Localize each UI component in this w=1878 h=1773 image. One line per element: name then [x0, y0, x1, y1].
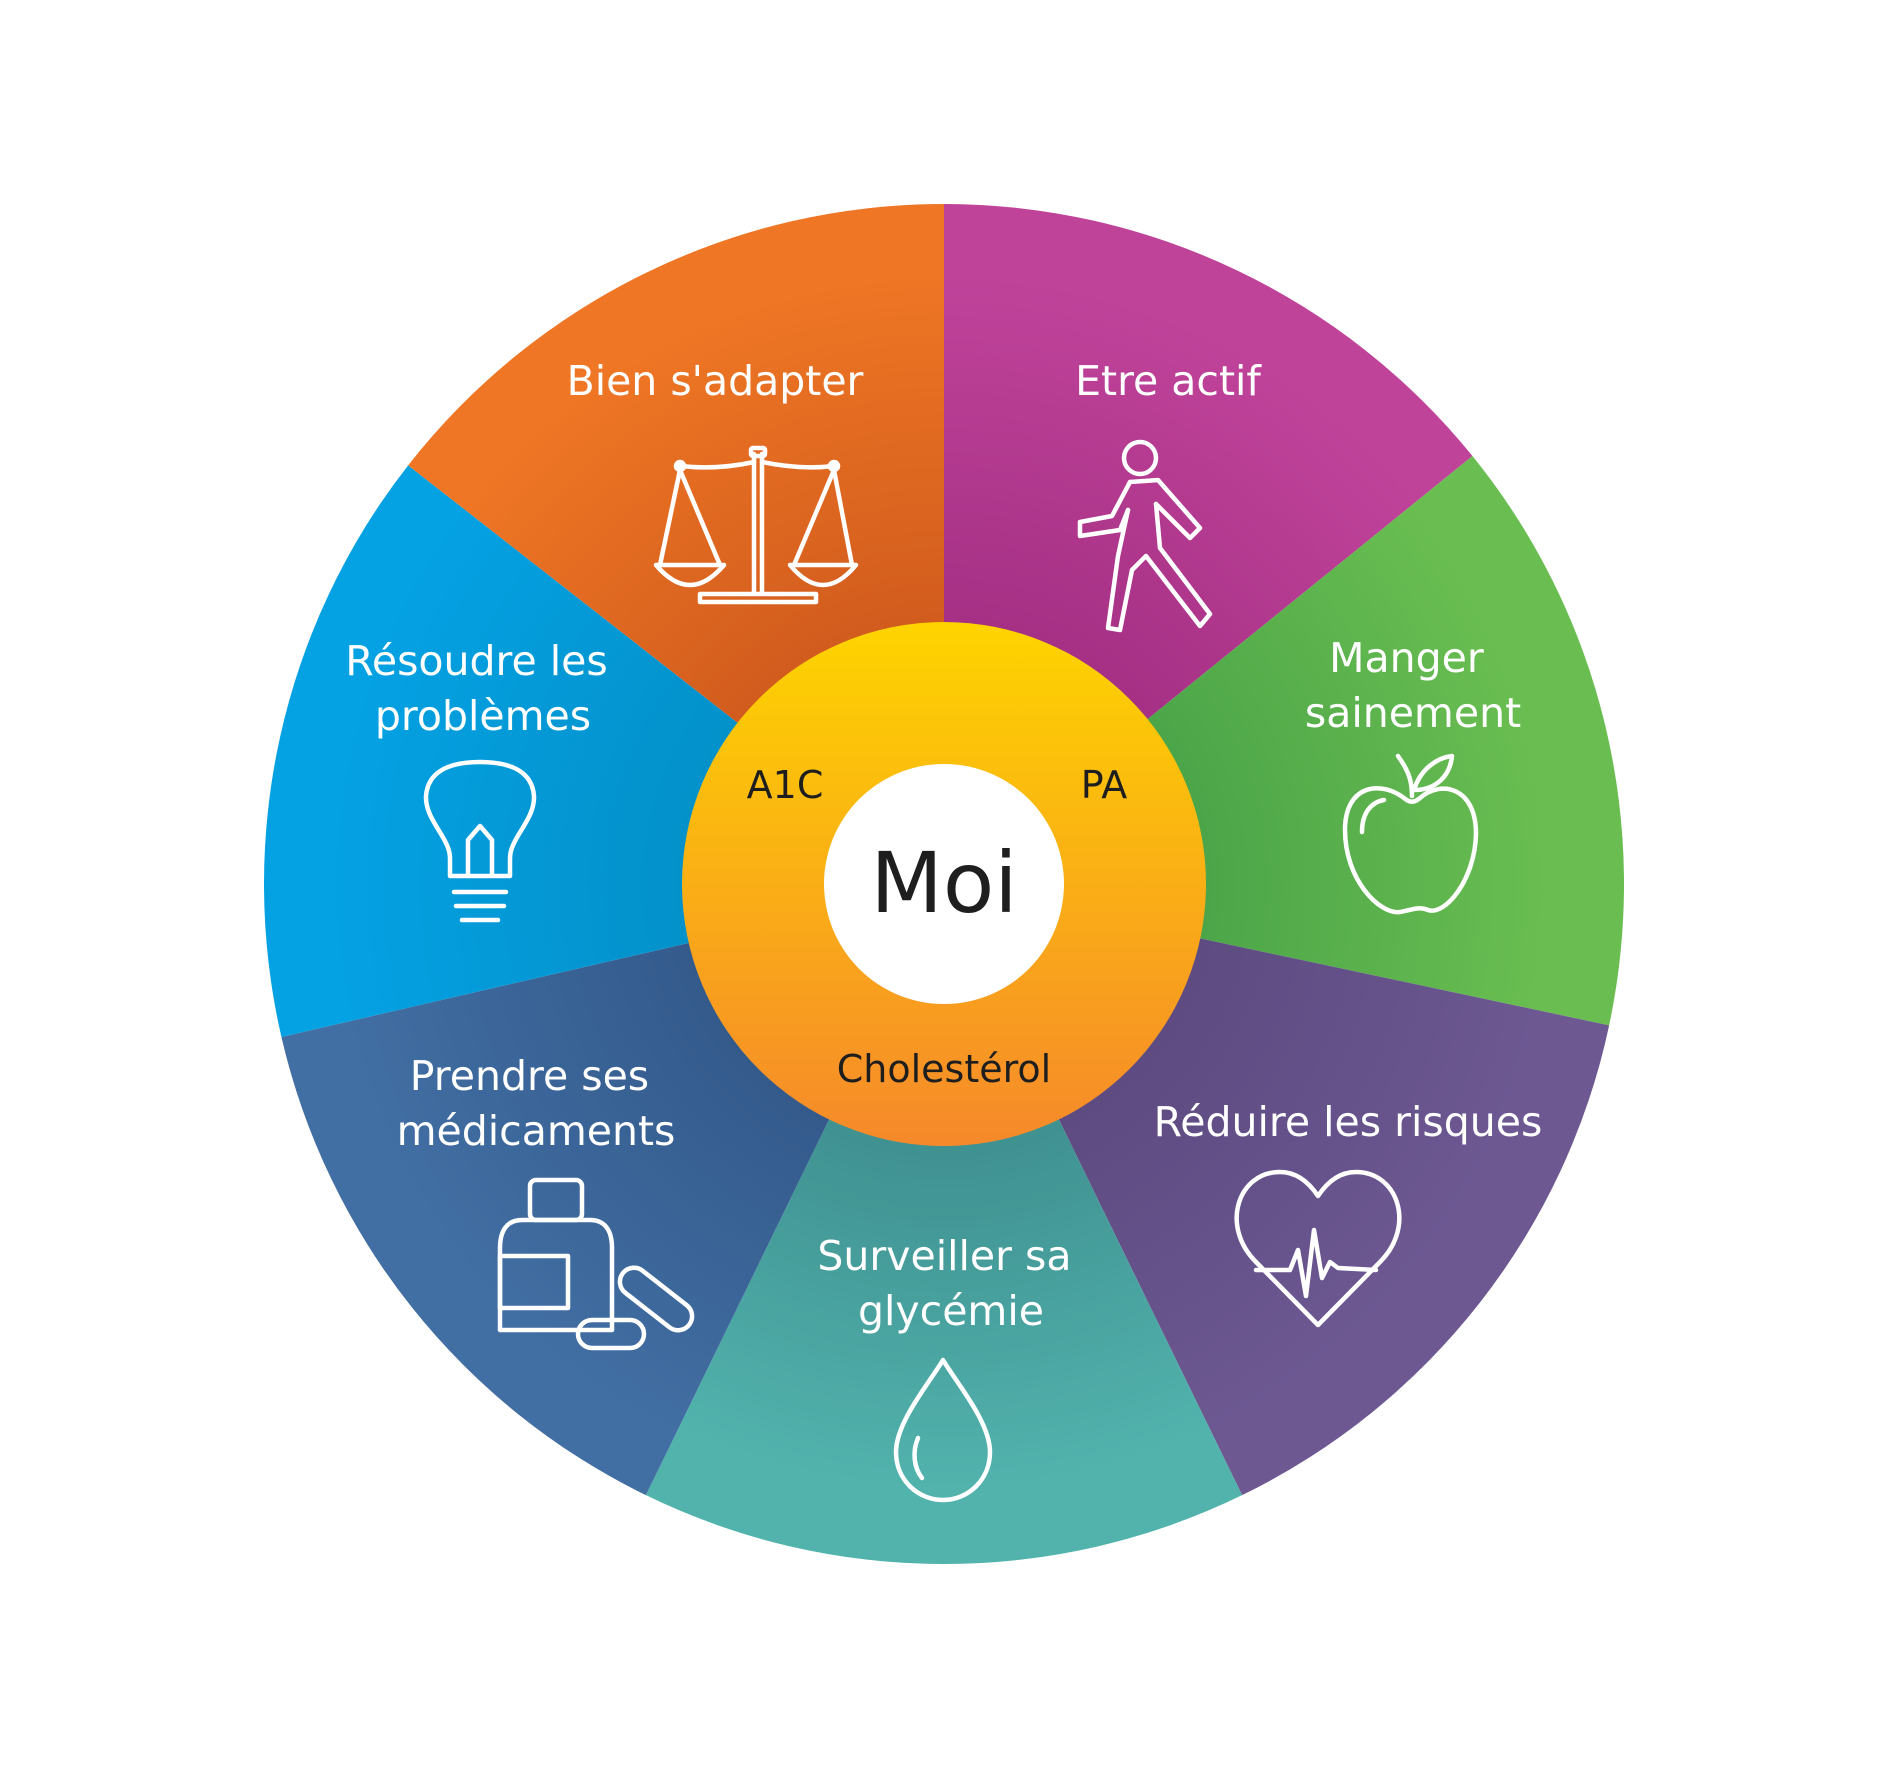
- metric-cholesterol: Cholestérol: [837, 1047, 1051, 1091]
- drop-icon: [893, 1357, 993, 1503]
- pill-bottle-icon: [497, 1177, 695, 1351]
- segment-labels: Etre actif Manger sainement Réduire les …: [345, 357, 1542, 1335]
- label-surveiller-glycemie: Surveiller sa glycémie: [817, 1232, 1084, 1335]
- apple-icon: [1342, 753, 1479, 915]
- label-manger-sainement: Manger sainement: [1305, 634, 1521, 737]
- center-circle: [824, 764, 1064, 1004]
- metric-pa: PA: [1081, 763, 1127, 807]
- label-bien-adapter: Bien s'adapter: [567, 357, 864, 405]
- walking-person-icon: [1077, 439, 1213, 633]
- segment-icons: [423, 439, 1479, 1503]
- label-reduire-risques: Réduire les risques: [1154, 1098, 1543, 1146]
- metric-a1c: A1C: [747, 763, 824, 807]
- light-bulb-icon: [423, 759, 537, 923]
- center-label: Moi: [870, 834, 1017, 932]
- segment-surveiller-glycemie: [645, 884, 1243, 1564]
- heart-pulse-icon: [1234, 1169, 1402, 1328]
- label-prendre-medicaments: Prendre ses médicaments: [397, 1052, 676, 1155]
- label-resoudre-problemes: Résoudre les problèmes: [345, 637, 621, 740]
- label-etre-actif: Etre actif: [1075, 357, 1262, 405]
- scales-icon: [653, 445, 859, 605]
